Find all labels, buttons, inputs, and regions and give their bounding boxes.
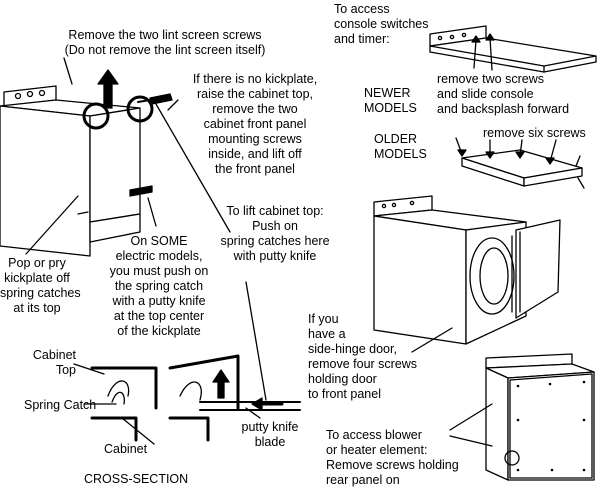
blower-access-label: To access blower or heater element: Remo…: [326, 428, 459, 487]
lift-cabinet-top-label: To lift cabinet top: Push on spring catc…: [220, 204, 330, 263]
cross-section-drawing: [90, 354, 240, 442]
no-kickplate-label: If there is no kickplate, raise the cabi…: [192, 72, 318, 176]
cabinet-label: Cabinet: [104, 442, 148, 456]
cross-section-label: CROSS-SECTION: [84, 472, 189, 486]
electric-models-label: On SOME electric models, you must push o…: [109, 234, 209, 338]
screw-circle-left: [82, 102, 110, 130]
kickplate-label: Pop or pry kickplate off spring catches …: [0, 256, 81, 315]
older-models-label: OLDER MODELS: [374, 132, 427, 161]
side-hinge-door-label: If you have a side-hinge door, remove fo…: [308, 312, 418, 401]
rear-panel-dryer-illustration: [485, 353, 595, 481]
screw-circle-right: [126, 95, 154, 123]
cabinet-top-label: Cabinet Top: [32, 348, 76, 377]
side-hinge-dryer-illustration: [373, 195, 561, 345]
spring-catch-label: Spring Catch: [24, 398, 97, 412]
putty-knife-blade-label: putty knife blade: [241, 420, 299, 449]
older-console-illustration: [461, 149, 583, 187]
access-console-label: To access console switches and timer:: [334, 2, 429, 46]
newer-models-instructions: remove two screws and slide console and …: [437, 72, 570, 116]
lint-screen-label: Remove the two lint screen screws (Do no…: [64, 28, 266, 57]
lift-up-arrow: [97, 69, 119, 109]
main-dryer-illustration: [0, 85, 141, 257]
older-models-instructions: remove six screws: [483, 126, 586, 140]
newer-console-illustration: [429, 25, 597, 73]
newer-models-label: NEWER MODELS: [364, 86, 417, 115]
